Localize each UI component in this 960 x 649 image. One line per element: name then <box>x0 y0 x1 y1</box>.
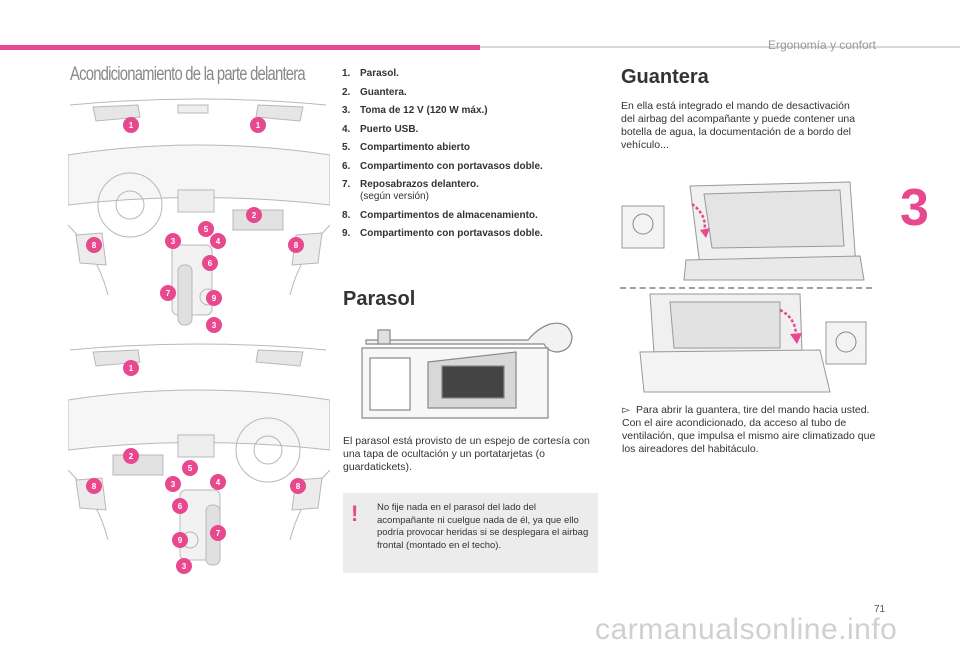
guantera-ventilation-text: Con el aire acondicionado, da acceso al … <box>622 417 876 455</box>
warning-text: No fije nada en el parasol del lado del … <box>377 502 589 551</box>
legend-item: 7.Reposabrazos delantero.(según versión) <box>342 179 479 202</box>
warning-icon: ! <box>351 501 359 526</box>
callout-1: 1 <box>129 364 134 373</box>
image-separator <box>620 287 872 289</box>
watermark: carmanualsonline.info <box>595 613 898 646</box>
legend-item: 3.Toma de 12 V (120 W máx.) <box>342 105 488 116</box>
guantera-bullet: Para abrir la guantera, tire del mando h… <box>636 404 870 416</box>
callout-9: 9 <box>178 536 183 545</box>
callout-4: 4 <box>216 478 221 487</box>
guantera-heading: Guantera <box>621 66 709 88</box>
callout-7: 7 <box>166 289 171 298</box>
legend-item: 9.Compartimento con portavasos doble. <box>342 228 543 239</box>
legend-item: 1.Parasol. <box>342 68 399 79</box>
callout-3b: 3 <box>212 321 217 330</box>
section-title: Ergonomía y confort <box>767 38 876 52</box>
callout-4: 4 <box>216 237 221 246</box>
callout-8: 8 <box>92 241 97 250</box>
callout-5: 5 <box>204 225 209 234</box>
legend-item: 8.Compartimentos de almacenamiento. <box>342 209 538 221</box>
warning-box: ! No fije nada en el parasol del lado de… <box>343 493 598 573</box>
bullet-arrow-icon: ▻ <box>622 404 631 416</box>
callout-1b: 1 <box>256 121 261 130</box>
header-accent-bar <box>0 45 480 50</box>
sun-visor-illustration <box>361 322 573 419</box>
glovebox-open-illustration <box>639 293 867 393</box>
guantera-instructions: ▻ Para abrir la guantera, tire del mando … <box>622 404 880 456</box>
legend-item: 6.Compartimento con portavasos doble. <box>342 160 543 172</box>
callout-8b: 8 <box>296 482 301 491</box>
guantera-intro: En ella está integrado el mando de desac… <box>621 100 856 151</box>
legend-item: 5.Compartimento abierto <box>342 142 471 153</box>
callout-2: 2 <box>129 452 134 461</box>
parasol-description: El parasol está provisto de un espejo de… <box>343 435 590 473</box>
glovebox-closed-illustration <box>621 181 865 281</box>
callout-3: 3 <box>171 480 176 489</box>
callout-7: 7 <box>216 529 221 538</box>
callout-3: 3 <box>171 237 176 246</box>
callout-1: 1 <box>129 121 134 130</box>
callout-5: 5 <box>188 464 193 473</box>
chapter-number: 3 <box>900 179 929 237</box>
component-legend: 1.Parasol. 2.Guantera. 3.Toma de 12 V (1… <box>342 68 602 247</box>
legend-item: 4.Puerto USB. <box>342 123 419 135</box>
callout-3b: 3 <box>182 562 187 571</box>
callout-6: 6 <box>178 502 183 511</box>
callout-8b: 8 <box>294 241 299 250</box>
callout-9: 9 <box>212 294 217 303</box>
callout-6: 6 <box>208 259 213 268</box>
dashboard-callouts-lhd: 1 1 2 5 3 4 8 8 6 7 9 3 <box>86 117 304 333</box>
dashboard-callouts-rhd: 1 2 5 3 4 8 8 6 7 9 3 <box>86 360 306 574</box>
parasol-heading: Parasol <box>343 288 416 310</box>
page-title: Acondicionamiento de la parte delantera <box>70 64 306 85</box>
header-divider <box>480 46 960 48</box>
callout-8: 8 <box>92 482 97 491</box>
page-number: 71 <box>874 604 886 615</box>
dashboard-illustration-rhd <box>68 343 330 566</box>
legend-item: 2.Guantera. <box>342 86 407 98</box>
callout-2: 2 <box>252 211 257 220</box>
